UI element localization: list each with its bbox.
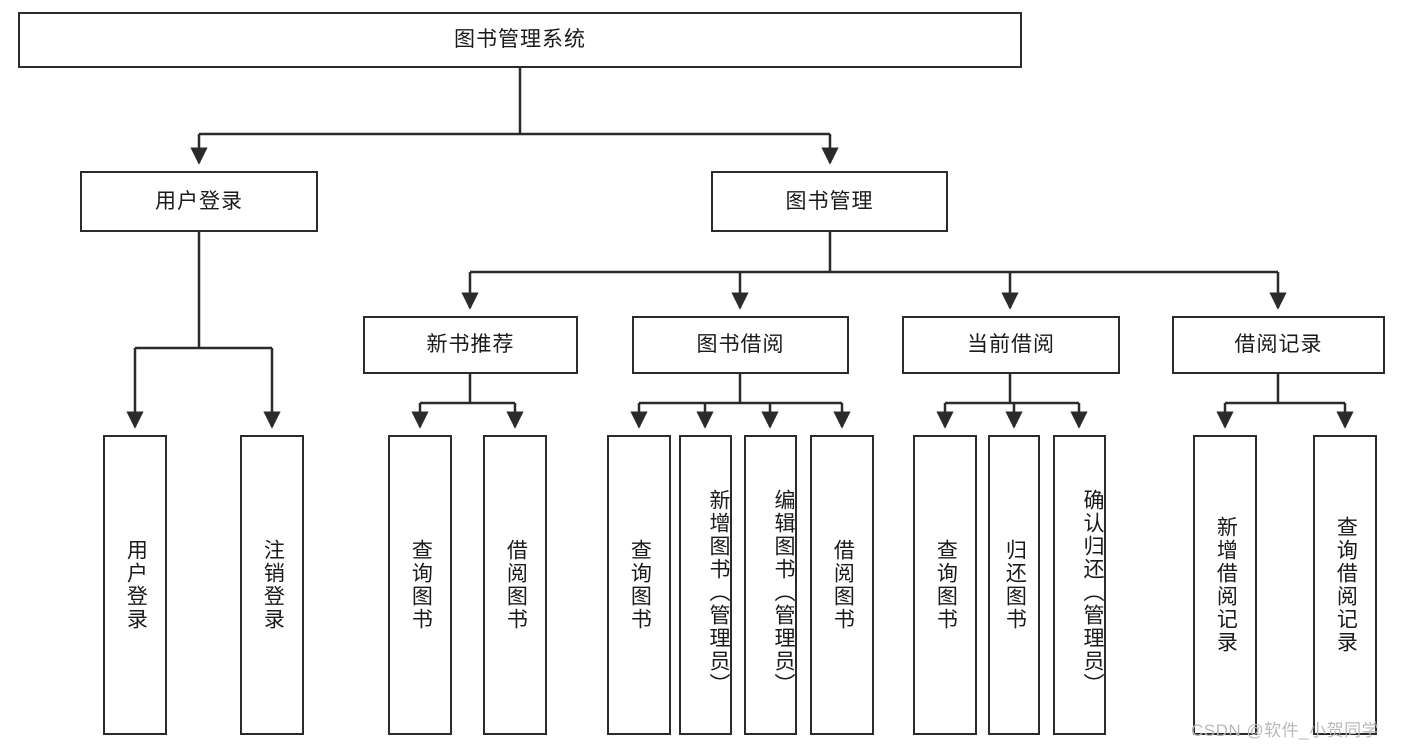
node-book-borrow[interactable]: 图书借阅	[632, 316, 849, 374]
node-book-management[interactable]: 图书管理	[711, 171, 948, 232]
leaf-edit-book-admin[interactable]: 编辑图书（管理员）	[744, 435, 797, 735]
leaf-confirm-return-admin[interactable]: 确认归还（管理员）	[1053, 435, 1106, 735]
leaf-query-borrow-record[interactable]: 查询借阅记录	[1313, 435, 1377, 735]
leaf-user-logout[interactable]: 注销登录	[240, 435, 304, 735]
leaf-query-books-recommend[interactable]: 查询图书	[388, 435, 452, 735]
leaf-query-books-current[interactable]: 查询图书	[913, 435, 977, 735]
csdn-watermark: CSDN @软件_小贺同学	[1191, 721, 1380, 740]
leaf-query-books-borrow[interactable]: 查询图书	[607, 435, 671, 735]
leaf-borrow-books-borrow[interactable]: 借阅图书	[810, 435, 874, 735]
leaf-borrow-books-recommend[interactable]: 借阅图书	[483, 435, 547, 735]
node-user-login[interactable]: 用户登录	[80, 171, 318, 232]
node-current-borrow[interactable]: 当前借阅	[902, 316, 1120, 374]
leaf-add-book-admin[interactable]: 新增图书（管理员）	[679, 435, 732, 735]
leaf-return-books[interactable]: 归还图书	[988, 435, 1040, 735]
node-new-book-recommend[interactable]: 新书推荐	[363, 316, 578, 374]
node-borrow-record[interactable]: 借阅记录	[1172, 316, 1385, 374]
node-root[interactable]: 图书管理系统	[18, 12, 1022, 68]
leaf-add-borrow-record[interactable]: 新增借阅记录	[1193, 435, 1257, 735]
leaf-user-login[interactable]: 用户登录	[103, 435, 167, 735]
